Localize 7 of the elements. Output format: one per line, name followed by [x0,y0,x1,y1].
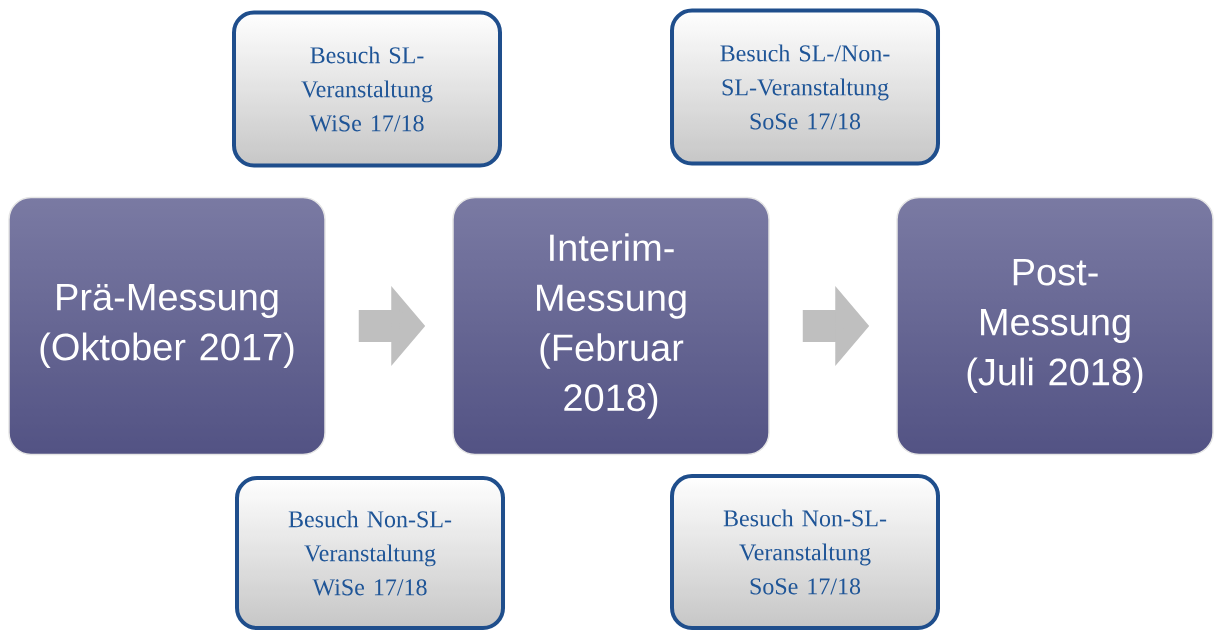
process-box: Prä-Messung (Oktober 2017) [8,196,326,456]
process-box: Interim-Messung (Februar 2018) [452,196,770,456]
event-box: Besuch Non-SL-Veranstaltung WiSe 17/18 [235,476,505,630]
event-box: Besuch SL-/Non-SL-Veranstaltung SoSe 17/18 [670,8,940,166]
process-box: Post-Messung (Juli 2018) [896,196,1214,456]
event-box: Besuch SL-Veranstaltung WiSe 17/18 [232,10,502,168]
event-box: Besuch Non-SL-Veranstaltung SoSe 17/18 [670,474,940,630]
